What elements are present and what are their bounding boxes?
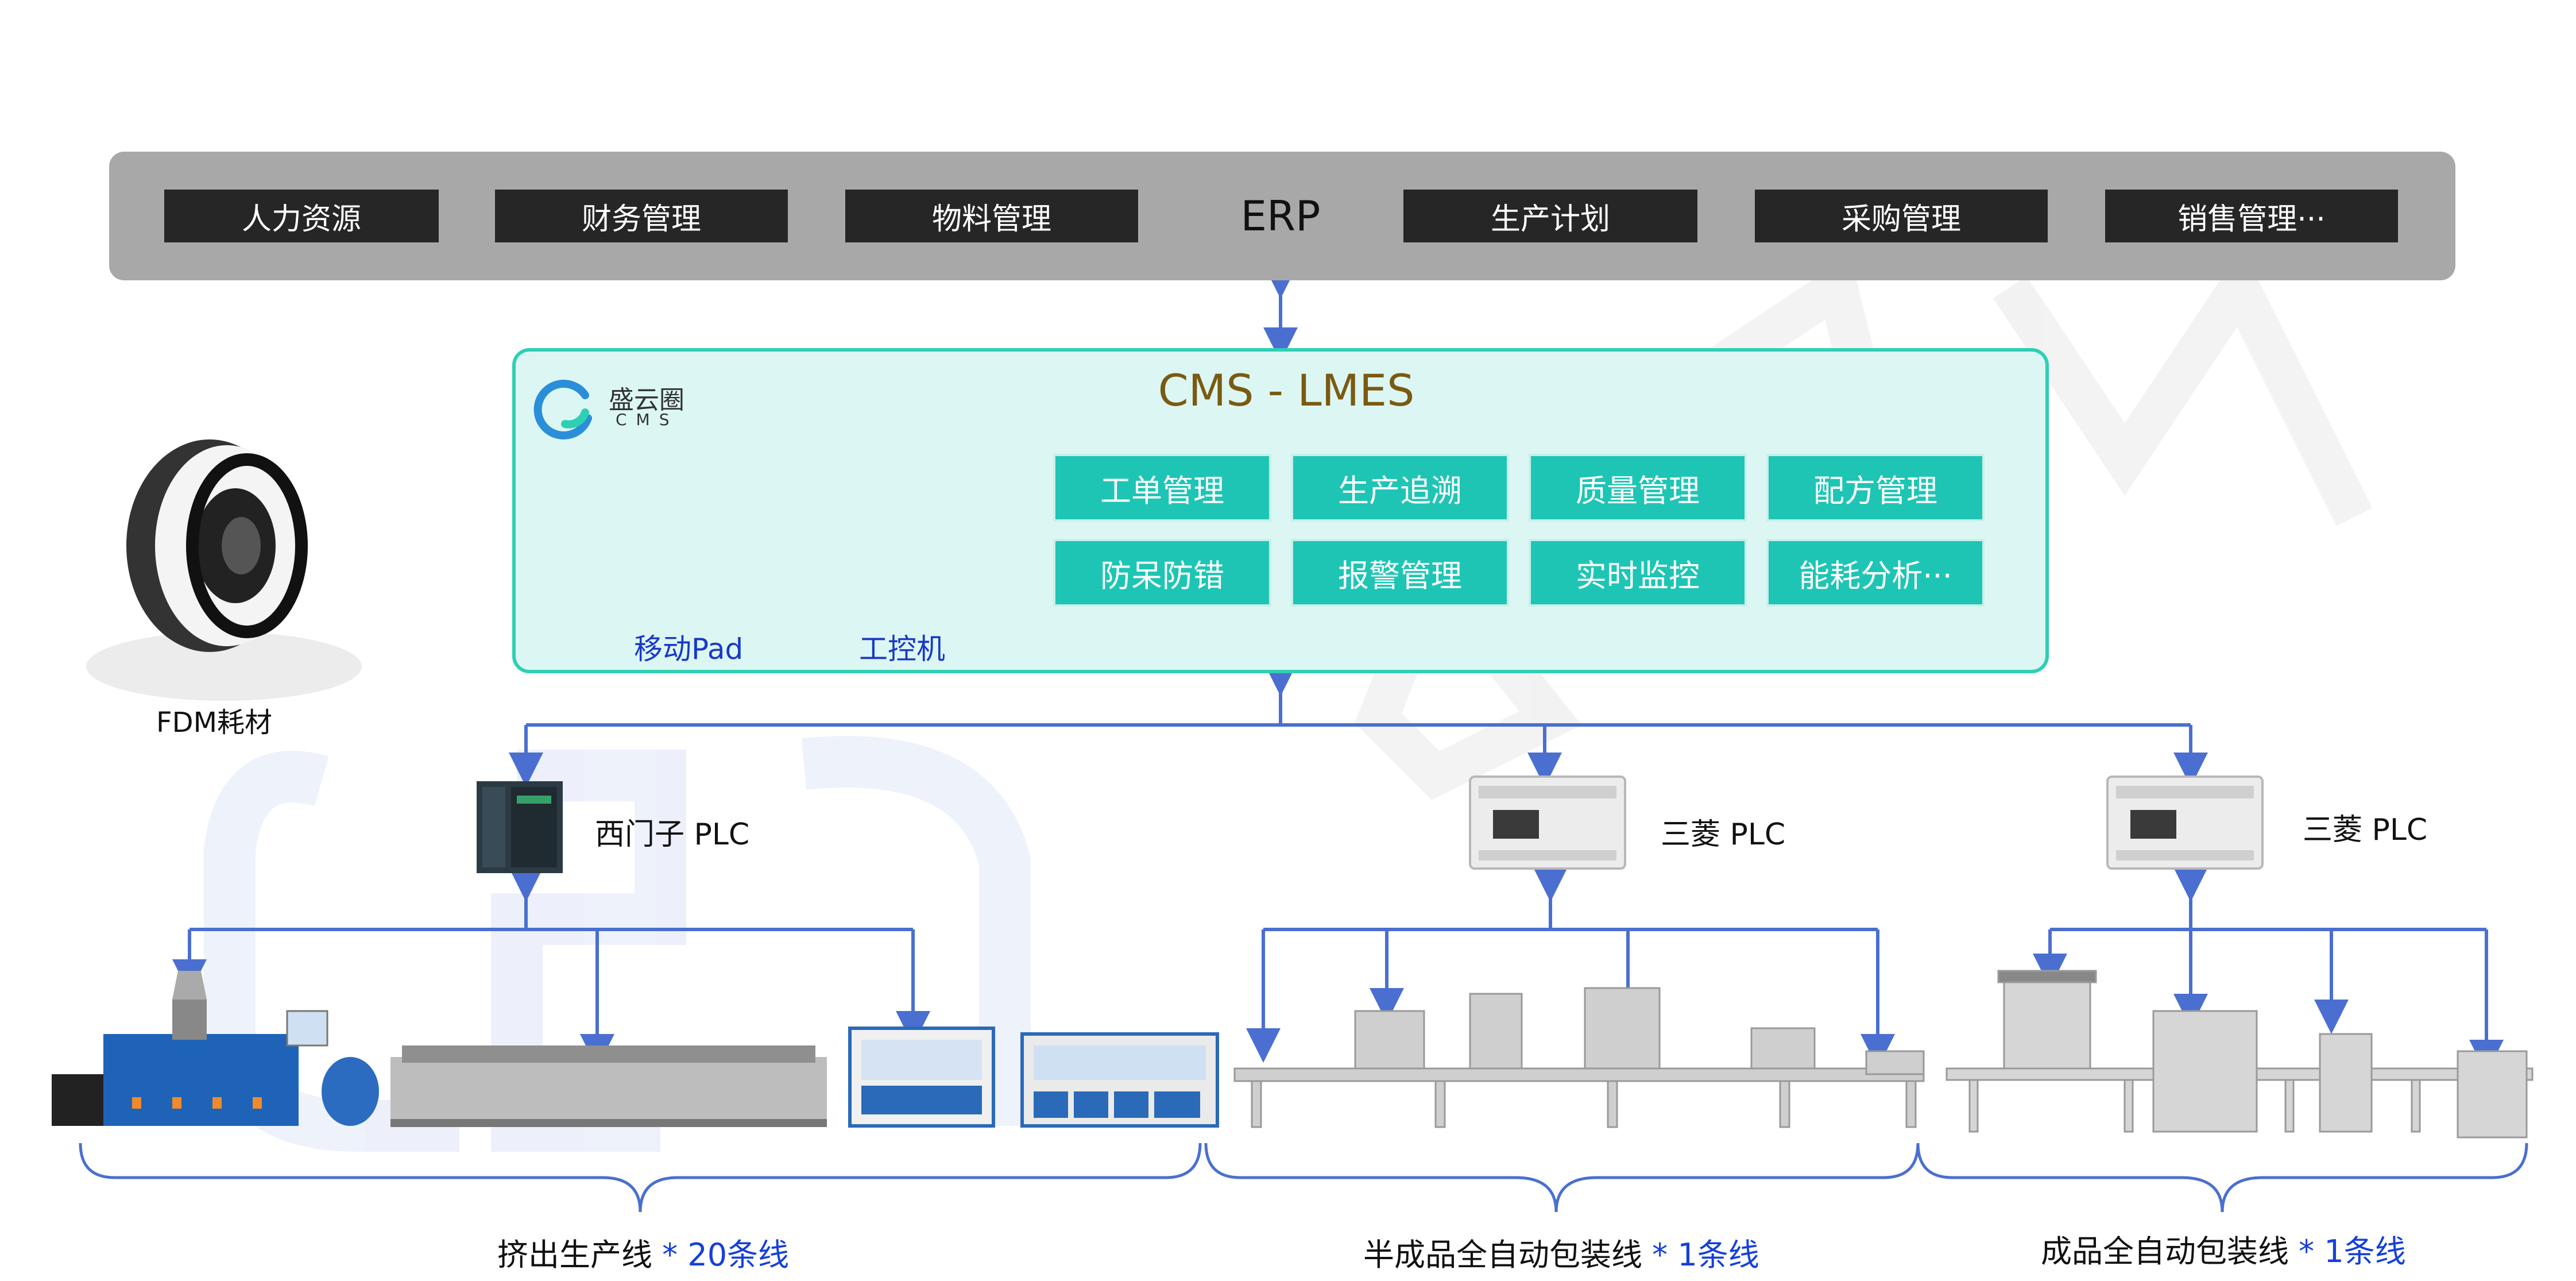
erp-item-hr: 人力资源 (164, 190, 439, 242)
semi-finished-packaging-line-image (1233, 987, 1925, 1128)
siemens-plc-image (477, 781, 563, 873)
cms-logo-icon (533, 380, 592, 439)
erp-item-production-plan: 生产计划 (1403, 190, 1697, 242)
mitsubishi-plc-image-1 (1469, 775, 1626, 870)
erp-item-purchase: 采购管理 (1755, 190, 2048, 242)
logo-name: 盛云圈 (609, 385, 684, 415)
machine-bus-1 (172, 867, 930, 1068)
pad-label: 移动Pad (634, 632, 744, 666)
mes-title: CMS - LMES (1158, 364, 1415, 416)
line-count: * 1条线 (1652, 1237, 1759, 1273)
line-label-semi-finished: 半成品全自动包装线 * 1条线 (1363, 1229, 1759, 1275)
material-label: FDM耗材 (156, 707, 272, 739)
plc-label-mitsubishi-1: 三菱 PLC (1661, 817, 1786, 852)
erp-item-sales: 销售管理··· (2105, 190, 2398, 242)
plc-label-mitsubishi-2: 三菱 PLC (2303, 813, 2428, 847)
mitsubishi-plc-image-2 (2106, 775, 2264, 870)
erp-item-finance: 财务管理 (495, 190, 788, 242)
module-monitoring: 实时监控 (1529, 539, 1747, 607)
line-count: * 1条线 (2299, 1233, 2406, 1270)
logo-sub: CMS (616, 410, 679, 429)
machine-bus-3 (2033, 867, 2504, 1074)
filament-spool-image (86, 439, 362, 701)
line-name: 半成品全自动包装线 (1363, 1237, 1642, 1273)
line-label-finished: 成品全自动包装线 * 1条线 (2041, 1226, 2406, 1271)
module-energy: 能耗分析··· (1766, 539, 1985, 607)
line-count: * 20条线 (662, 1237, 790, 1273)
extrusion-line-image (52, 971, 1219, 1128)
plc-bus (509, 662, 2208, 787)
module-alarm: 报警管理 (1291, 539, 1509, 607)
line-name: 挤出生产线 (497, 1237, 652, 1273)
module-error-proofing: 防呆防错 (1053, 539, 1271, 607)
erp-item-material: 物料管理 (845, 190, 1138, 242)
plc-label-siemens: 西门子 PLC (595, 817, 750, 852)
module-work-order: 工单管理 (1053, 454, 1271, 522)
module-traceability: 生产追溯 (1291, 454, 1509, 522)
ipc-label: 工控机 (859, 632, 945, 666)
module-recipe: 配方管理 (1766, 454, 1985, 522)
line-label-extrusion: 挤出生产线 * 20条线 (497, 1229, 789, 1275)
line-braces (79, 1143, 2528, 1213)
finished-packaging-line-image (1945, 970, 2534, 1139)
module-quality: 质量管理 (1529, 454, 1747, 522)
erp-title: ERP (1240, 192, 1321, 240)
line-name: 成品全自动包装线 (2041, 1233, 2289, 1270)
